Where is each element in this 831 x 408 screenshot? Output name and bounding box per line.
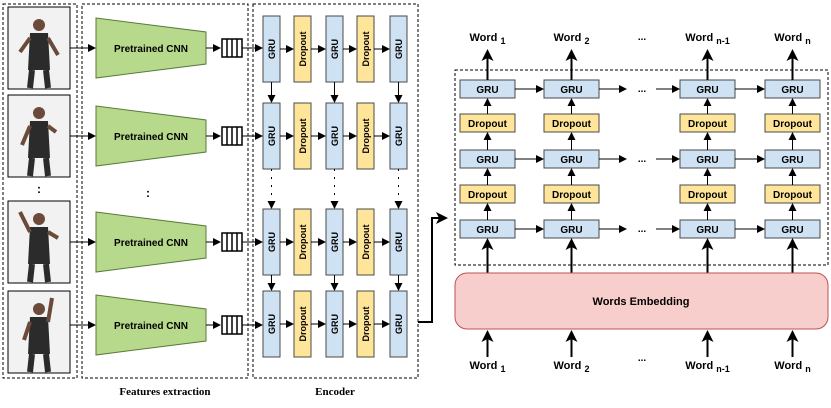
input-word-1: Word 1 [470, 360, 506, 374]
decoder-gru-label: GRU [476, 85, 498, 96]
output-word-2: Word 2 [554, 32, 590, 46]
features-ellipsis: : [146, 186, 150, 200]
decoder-dropout-label: Dropout [773, 190, 813, 201]
output-word-3: Word n-1 [685, 32, 729, 46]
frame-4 [7, 290, 71, 374]
encoder-gru-cell [389, 290, 408, 358]
decoder-dropout-label: Dropout [468, 190, 508, 201]
frame-2 [7, 94, 71, 178]
encoder-dropout-label: Dropout [361, 32, 371, 67]
cnn-trapezoid [95, 105, 207, 167]
frames-panel [2, 3, 78, 379]
frame-1 [7, 6, 71, 90]
encoder-caption: Encoder [315, 386, 355, 398]
cnn-trapezoid [95, 17, 207, 79]
cnn-row-4: Pretrained CNN [70, 294, 263, 356]
encoder-gru-label: GRU [394, 39, 404, 59]
encoder-gru-label: GRU [330, 232, 340, 252]
encoder-gru-label: GRU [394, 232, 404, 252]
output-word-1: Word 1 [470, 32, 506, 46]
encoder-dropout-label: Dropout [298, 307, 308, 342]
decoder-gru-label: GRU [781, 225, 803, 236]
encoder-gru-label: GRU [330, 126, 340, 146]
features-caption: Features extraction [119, 386, 210, 398]
decoder-gru-label: GRU [696, 155, 718, 166]
input-words-ellipsis: ... [638, 353, 647, 364]
decoder-dropout-label: Dropout [688, 119, 728, 130]
decoder-gru-label: GRU [696, 225, 718, 236]
output-word-4: Word n [774, 32, 810, 46]
cnn-row-2: Pretrained CNN [70, 105, 263, 167]
cnn-row-1: Pretrained CNN [70, 17, 263, 79]
encoder-gru-label: GRU [394, 126, 404, 146]
decoder-gru-label: GRU [560, 225, 582, 236]
encoder-to-decoder-arrow [418, 212, 448, 323]
decoder-dropout-label: Dropout [688, 190, 728, 201]
decoder-ellipsis: ... [638, 84, 647, 95]
features-panel [81, 3, 249, 379]
decoder-gru-label: GRU [560, 85, 582, 96]
cnn-label: Pretrained CNN [114, 238, 188, 249]
encoder-dropout-label: Dropout [361, 225, 371, 260]
decoder-gru-label: GRU [781, 155, 803, 166]
encoder-gru-label: GRU [394, 314, 404, 334]
cnn-label: Pretrained CNN [114, 321, 188, 332]
cnn-label: Pretrained CNN [114, 44, 188, 55]
encoder-dropout-label: Dropout [361, 119, 371, 154]
decoder-ellipsis: ... [638, 154, 647, 165]
encoder-gru-label: GRU [267, 232, 277, 252]
cnn-trapezoid [95, 294, 207, 356]
decoder-gru-label: GRU [696, 85, 718, 96]
cnn-trapezoid [95, 211, 207, 273]
decoder-gru-label: GRU [476, 155, 498, 166]
encoder-gru-label: GRU [267, 314, 277, 334]
feature-vector-icon [221, 315, 243, 335]
frame-3 [7, 200, 71, 284]
decoder-gru-label: GRU [781, 85, 803, 96]
encoder-dropout-label: Dropout [298, 225, 308, 260]
decoder-dropout-label: Dropout [552, 190, 592, 201]
encoder-dropout-label: Dropout [361, 307, 371, 342]
decoder-dropout-label: Dropout [468, 119, 508, 130]
input-word-4: Word n [774, 360, 810, 374]
encoder-dropout-label: Dropout [298, 119, 308, 154]
cnn-row-3: Pretrained CNN [70, 211, 263, 273]
frames-ellipsis: : [37, 182, 41, 196]
decoder-gru-label: GRU [476, 225, 498, 236]
input-word-3: Word n-1 [685, 360, 729, 374]
encoder-dropout-label: Dropout [298, 32, 308, 67]
words-embedding-label: Words Embedding [593, 296, 690, 308]
feature-vector-icon [221, 232, 243, 252]
encoder-gru-label: GRU [330, 314, 340, 334]
feature-vector-icon [221, 126, 243, 146]
output-words-ellipsis: ... [638, 32, 647, 43]
words-embedding-box [454, 272, 829, 330]
decoder-dropout-label: Dropout [552, 119, 592, 130]
input-word-2: Word 2 [554, 360, 590, 374]
decoder-ellipsis: ... [638, 224, 647, 235]
decoder-dropout-label: Dropout [773, 119, 813, 130]
encoder-gru-label: GRU [330, 39, 340, 59]
encoder-panel [252, 3, 419, 379]
decoder-gru-label: GRU [560, 155, 582, 166]
encoder-gru-label: GRU [267, 126, 277, 146]
encoder-gru-label: GRU [267, 39, 277, 59]
decoder-panel [454, 69, 829, 266]
cnn-label: Pretrained CNN [114, 132, 188, 143]
feature-vector-icon [221, 38, 243, 58]
